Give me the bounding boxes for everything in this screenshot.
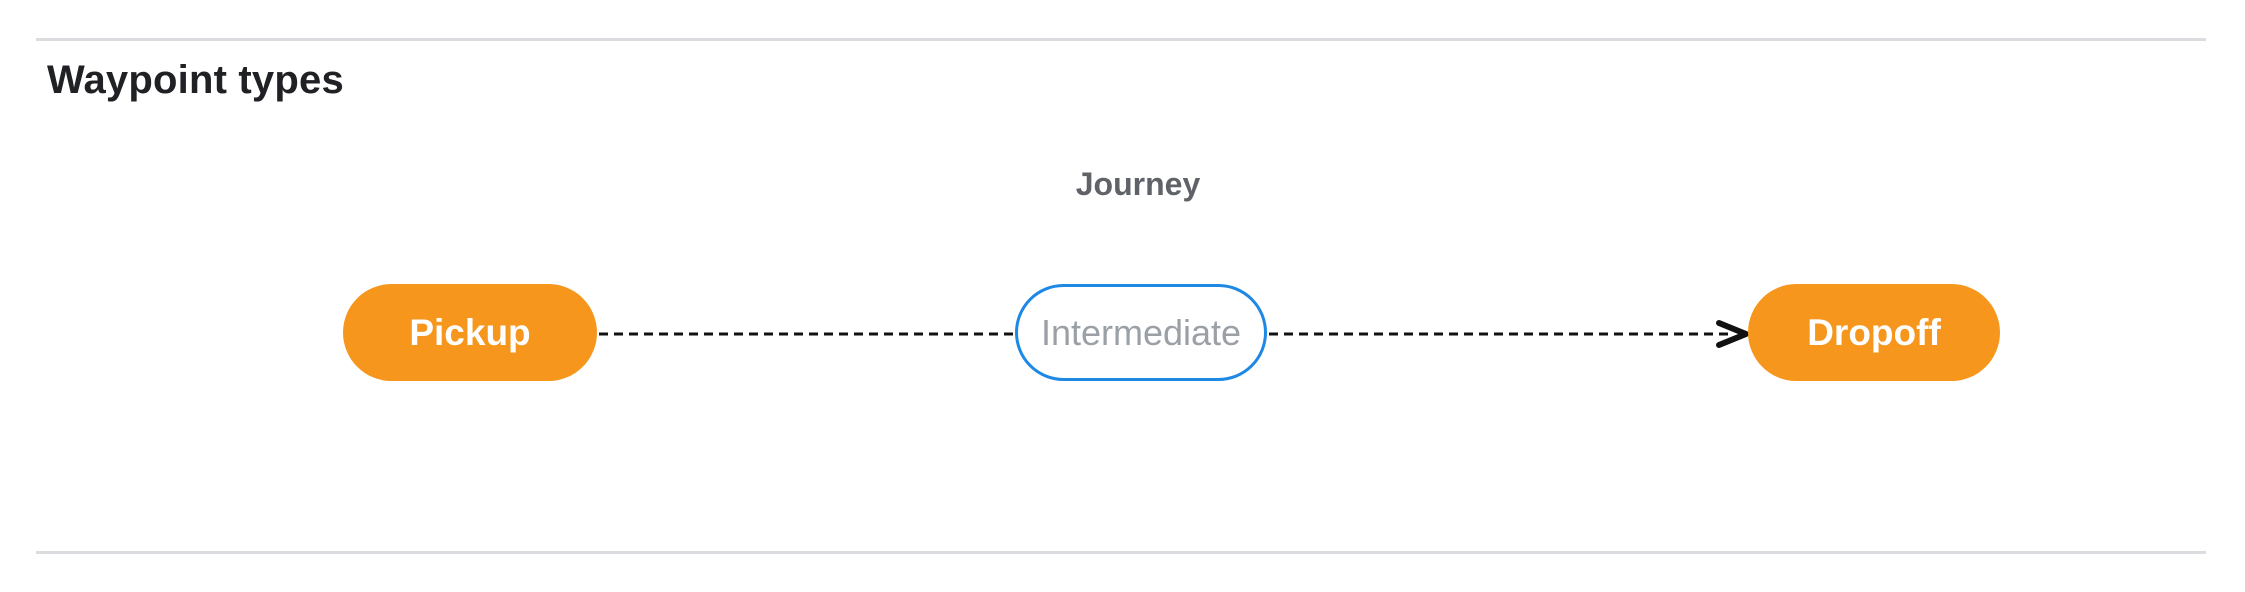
node-pickup-label: Pickup (409, 311, 531, 353)
node-intermediate: Intermediate (1015, 284, 1267, 381)
node-pickup: Pickup (343, 284, 597, 381)
journey-label: Journey (1075, 166, 1201, 202)
bottom-divider (36, 551, 2206, 554)
node-dropoff-label: Dropoff (1807, 311, 1941, 353)
node-intermediate-label: Intermediate (1040, 311, 1242, 353)
top-divider (36, 38, 2206, 41)
node-dropoff: Dropoff (1748, 284, 2000, 381)
page-title: Waypoint types (47, 58, 344, 102)
arrowhead-icon (1716, 320, 1749, 348)
